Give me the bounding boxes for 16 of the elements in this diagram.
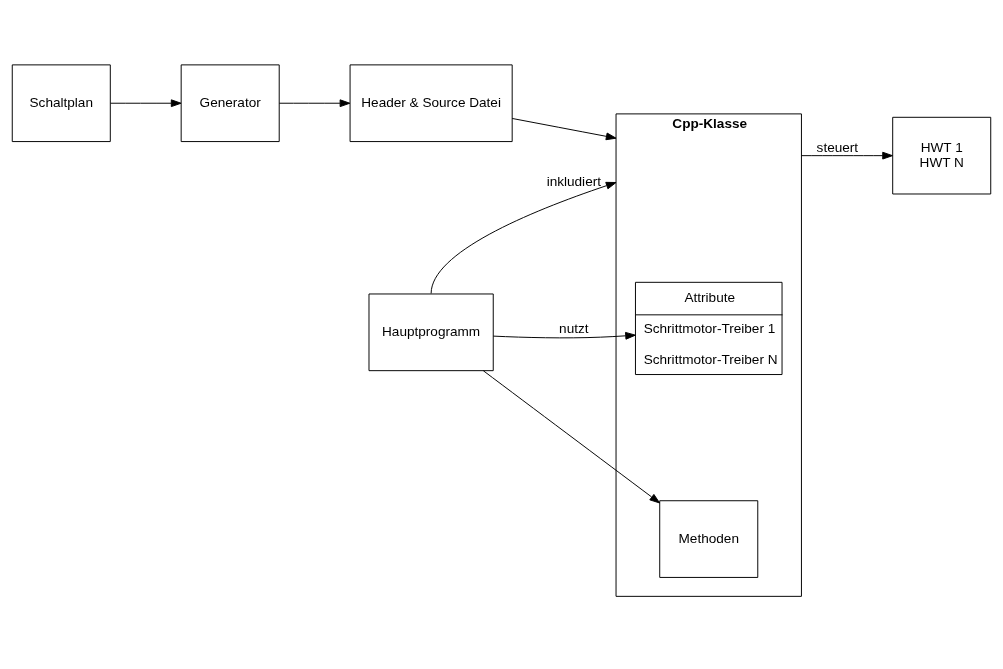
node-box: Generator bbox=[180, 64, 280, 143]
edge-label: steuert bbox=[816, 139, 859, 155]
arrow bbox=[110, 99, 182, 108]
arrow bbox=[511, 117, 617, 141]
edge-label: nutzt bbox=[559, 321, 589, 337]
node-box: Methoden bbox=[659, 500, 759, 578]
node-box: Schaltplan bbox=[11, 64, 111, 143]
arrow bbox=[482, 370, 661, 504]
edge-label: inkludiert bbox=[546, 173, 601, 189]
arrow bbox=[492, 331, 636, 340]
node-box: Hauptprogramm bbox=[368, 293, 494, 372]
arrow bbox=[800, 151, 893, 160]
node-box: Header & Source Datei bbox=[349, 64, 513, 143]
arrow bbox=[430, 181, 617, 294]
node-box: HWT 1 HWT N bbox=[892, 116, 992, 195]
arrow bbox=[278, 99, 351, 108]
